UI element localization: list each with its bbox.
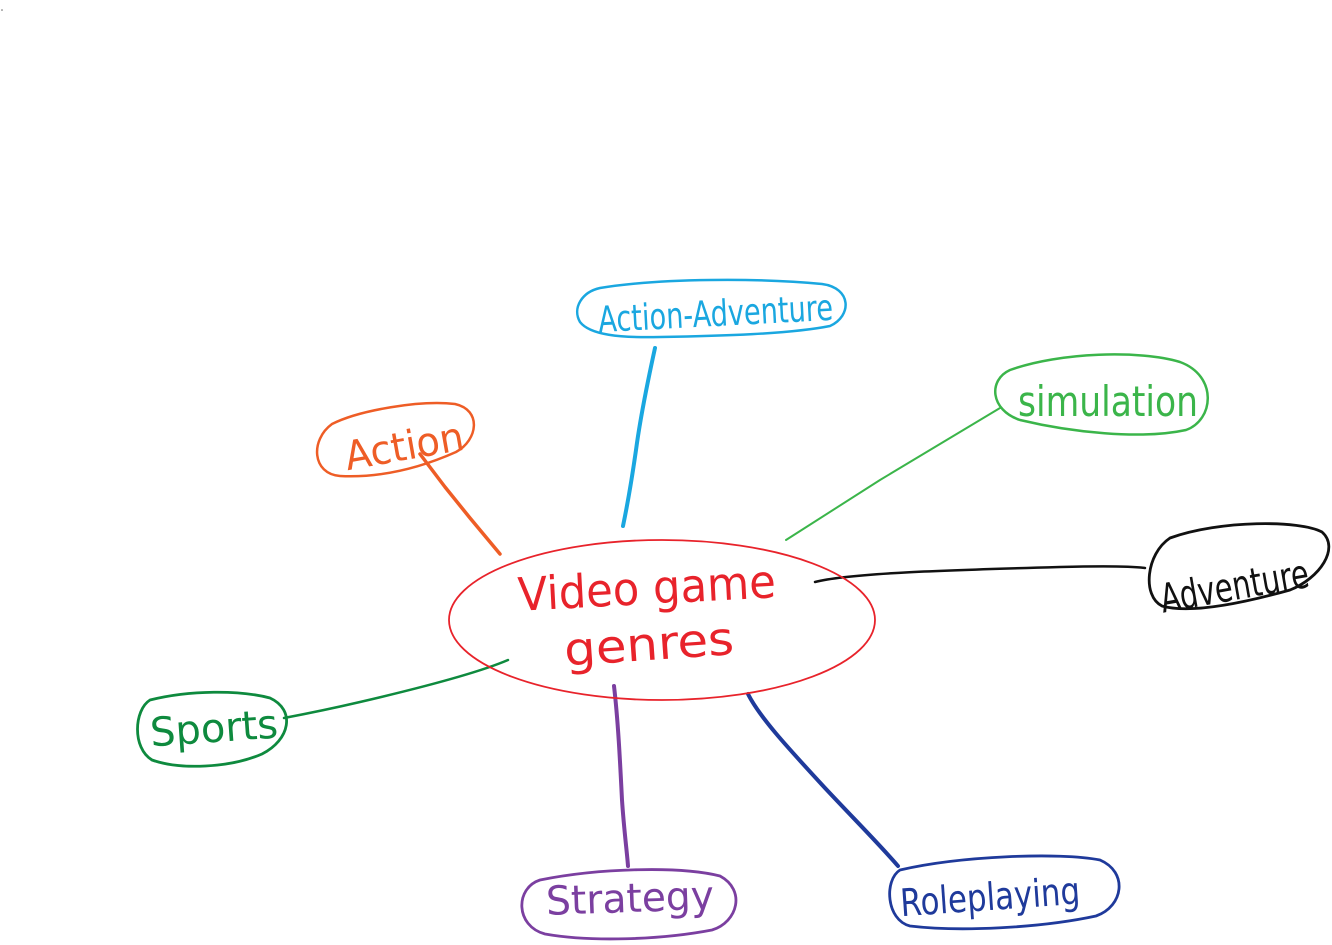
node-roleplaying-label: Roleplaying	[899, 869, 1082, 925]
node-action-adventure: Action-Adventure	[575, 278, 847, 341]
center-node: Video game genres	[448, 539, 876, 701]
node-action-adventure-label: Action-Adventure	[597, 288, 834, 341]
node-strategy-outline	[520, 868, 738, 941]
node-sports-label: Sports	[149, 702, 280, 757]
node-action-adventure-outline	[575, 278, 847, 339]
connector-sports	[282, 658, 510, 720]
node-simulation-label: simulation	[1018, 377, 1198, 426]
node-sports-outline	[136, 690, 288, 768]
node-strategy-label: Strategy	[545, 873, 715, 925]
node-adventure: Adventure	[1147, 522, 1331, 623]
node-action-outline	[315, 401, 476, 478]
node-simulation-outline	[994, 353, 1209, 436]
node-sports: Sports	[136, 690, 288, 768]
node-adventure-outline	[1147, 522, 1331, 611]
connector-strategy	[612, 684, 630, 868]
node-roleplaying-outline	[888, 854, 1121, 931]
node-action-label: Action	[341, 414, 467, 480]
stray-dot	[1, 9, 3, 11]
connector-action-adventure	[621, 346, 657, 528]
connectors	[282, 346, 1147, 868]
connector-roleplaying	[746, 692, 900, 868]
center-title-line2: genres	[562, 611, 735, 677]
node-action: Action	[315, 401, 476, 480]
node-simulation: simulation	[994, 353, 1209, 436]
connector-adventure	[813, 565, 1147, 584]
connector-action	[418, 452, 502, 556]
center-ellipse	[448, 539, 876, 701]
node-adventure-label: Adventure	[1157, 551, 1313, 622]
node-roleplaying: Roleplaying	[888, 854, 1121, 931]
center-title-line1: Video game	[517, 554, 777, 621]
connector-simulation	[785, 407, 1001, 541]
node-strategy: Strategy	[520, 868, 738, 941]
